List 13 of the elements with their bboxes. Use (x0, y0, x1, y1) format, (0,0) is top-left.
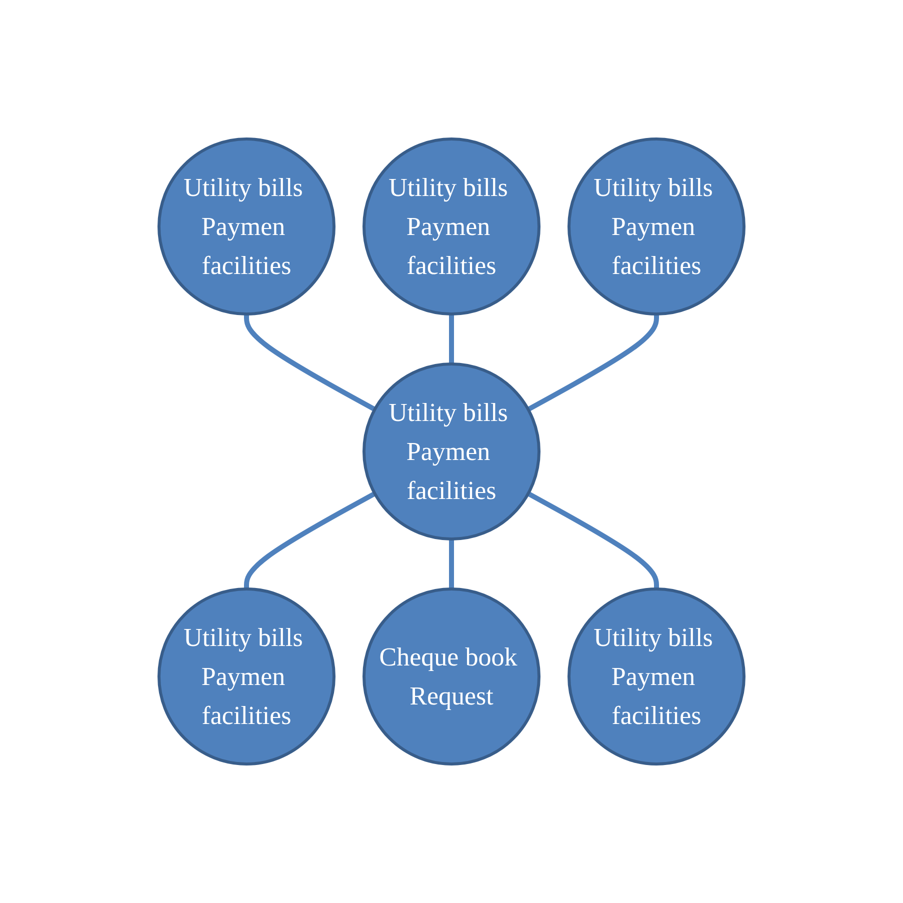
connector (244, 491, 376, 589)
node-circle: Utility bills Paymen facilities (362, 362, 540, 540)
node-circle: Utility bills Paymen facilities (158, 138, 336, 316)
node-circle: Cheque book Request (362, 588, 540, 766)
node-circle: Utility bills Paymen facilities (158, 588, 336, 766)
connector (527, 314, 659, 412)
node-circle: Utility bills Paymen facilities (568, 588, 746, 766)
connector (449, 539, 454, 589)
connector (449, 314, 454, 364)
node-circle: Utility bills Paymen facilities (568, 138, 746, 316)
node-circle: Utility bills Paymen facilities (362, 138, 540, 316)
connector (244, 314, 376, 412)
connector (527, 491, 659, 589)
